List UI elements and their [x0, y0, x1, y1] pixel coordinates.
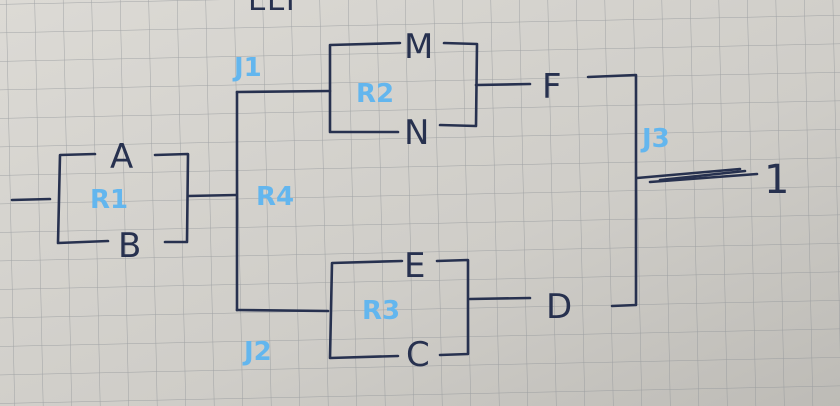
output-line-1 — [635, 167, 742, 180]
r3-output-wire — [468, 296, 532, 301]
r3-label: R3 — [362, 296, 400, 326]
r1-input-a: A — [110, 137, 133, 177]
r1-output-wire — [186, 193, 238, 198]
f-to-j3-wire — [586, 73, 638, 308]
output-value: 1 — [764, 157, 789, 203]
r2-label: R2 — [356, 79, 394, 109]
r1-right-bracket — [153, 152, 190, 244]
signal-f: F — [542, 67, 562, 107]
bus-to-r2 — [235, 89, 332, 94]
r3-input-e: E — [404, 246, 425, 286]
signal-d: D — [546, 287, 572, 327]
bus-to-r3 — [235, 308, 330, 313]
r1-left-bracket — [56, 152, 110, 245]
top-label: EEI — [248, 0, 295, 18]
output-line-3 — [658, 169, 747, 182]
j1-label: J1 — [232, 53, 262, 83]
j3-label: J3 — [640, 124, 670, 154]
r4-label: R4 — [256, 182, 294, 212]
output-line-2 — [648, 172, 759, 184]
r3-input-c: C — [406, 335, 430, 375]
r3-right-bracket — [435, 258, 470, 357]
j2-label: J2 — [242, 337, 272, 367]
r2-input-m: M — [404, 27, 433, 67]
r2-output-wire — [474, 82, 532, 87]
r2-input-n: N — [404, 113, 429, 153]
r1-label: R1 — [90, 185, 128, 215]
r2-left-bracket — [328, 41, 402, 134]
r1-input-b: B — [118, 226, 141, 266]
input-wire — [10, 197, 52, 202]
r3-left-bracket — [328, 259, 404, 360]
